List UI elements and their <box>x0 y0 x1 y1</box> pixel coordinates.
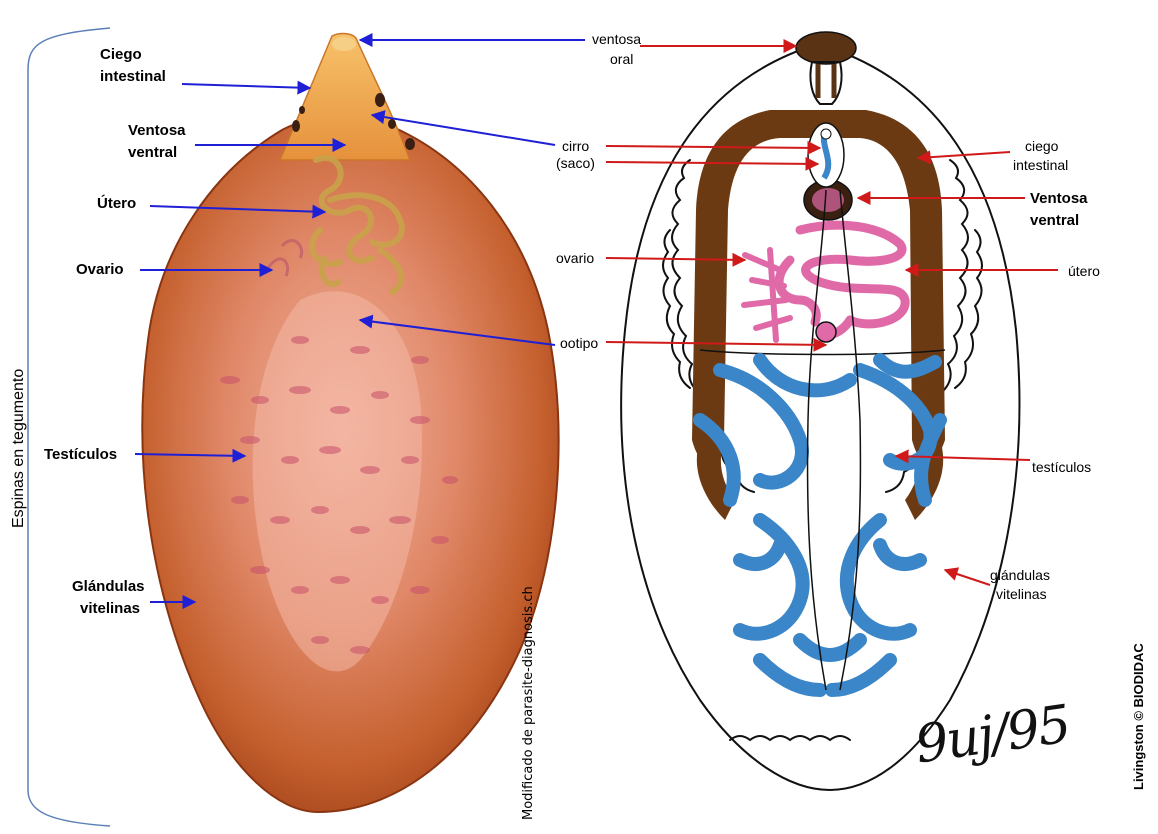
label-ventosa-left-2: ventral <box>128 144 177 162</box>
credit-livingston: Livingston © BIODIDAC <box>1130 643 1148 790</box>
label-ciego-right-2: intestinal <box>1013 156 1068 174</box>
cirrus-sac-drawing <box>808 123 844 187</box>
label-glandulas-left-2: vitelinas <box>80 600 140 618</box>
side-bracket <box>28 28 110 826</box>
label-ventosa-oral-2: oral <box>610 50 633 68</box>
label-utero-left: Útero <box>97 195 136 213</box>
label-glandulas-right-1: glándulas <box>990 566 1050 584</box>
label-glandulas-left-1: Glándulas <box>72 578 145 596</box>
label-testiculos-right: testículos <box>1032 458 1091 476</box>
side-label-espinas: Espinas en tegumento <box>10 369 28 528</box>
label-ovario-right: ovario <box>556 249 594 267</box>
label-ventosa-oral-1: ventosa <box>592 30 641 48</box>
label-ventosa-left-1: Ventosa <box>128 122 186 140</box>
label-ovario-left: Ovario <box>76 261 124 279</box>
label-testiculos-left: Testículos <box>44 446 117 464</box>
specimen-photo <box>142 34 558 812</box>
label-ciego-left-2: intestinal <box>100 68 166 86</box>
credit-parasite-diagnosis: Modificado de parasite-diagnosis.ch <box>520 586 538 820</box>
label-cirro: cirro <box>562 137 589 155</box>
label-saco: (saco) <box>556 154 595 172</box>
specimen-drawing <box>621 32 1019 790</box>
arrow-ciego-left <box>182 84 310 88</box>
label-utero-right: útero <box>1068 262 1100 280</box>
label-glandulas-right-2: vitelinas <box>996 585 1047 603</box>
label-ciego-right-1: ciego <box>1025 137 1058 155</box>
label-ventosa-ventral-2: ventral <box>1030 212 1079 230</box>
specimen-cone <box>280 34 410 160</box>
oral-sucker-photo <box>332 37 356 51</box>
label-ootipo: ootipo <box>560 334 598 352</box>
label-ventosa-ventral-1: Ventosa <box>1030 190 1088 208</box>
ootype-drawing <box>816 322 836 342</box>
label-ciego-left-1: Ciego <box>100 46 142 64</box>
